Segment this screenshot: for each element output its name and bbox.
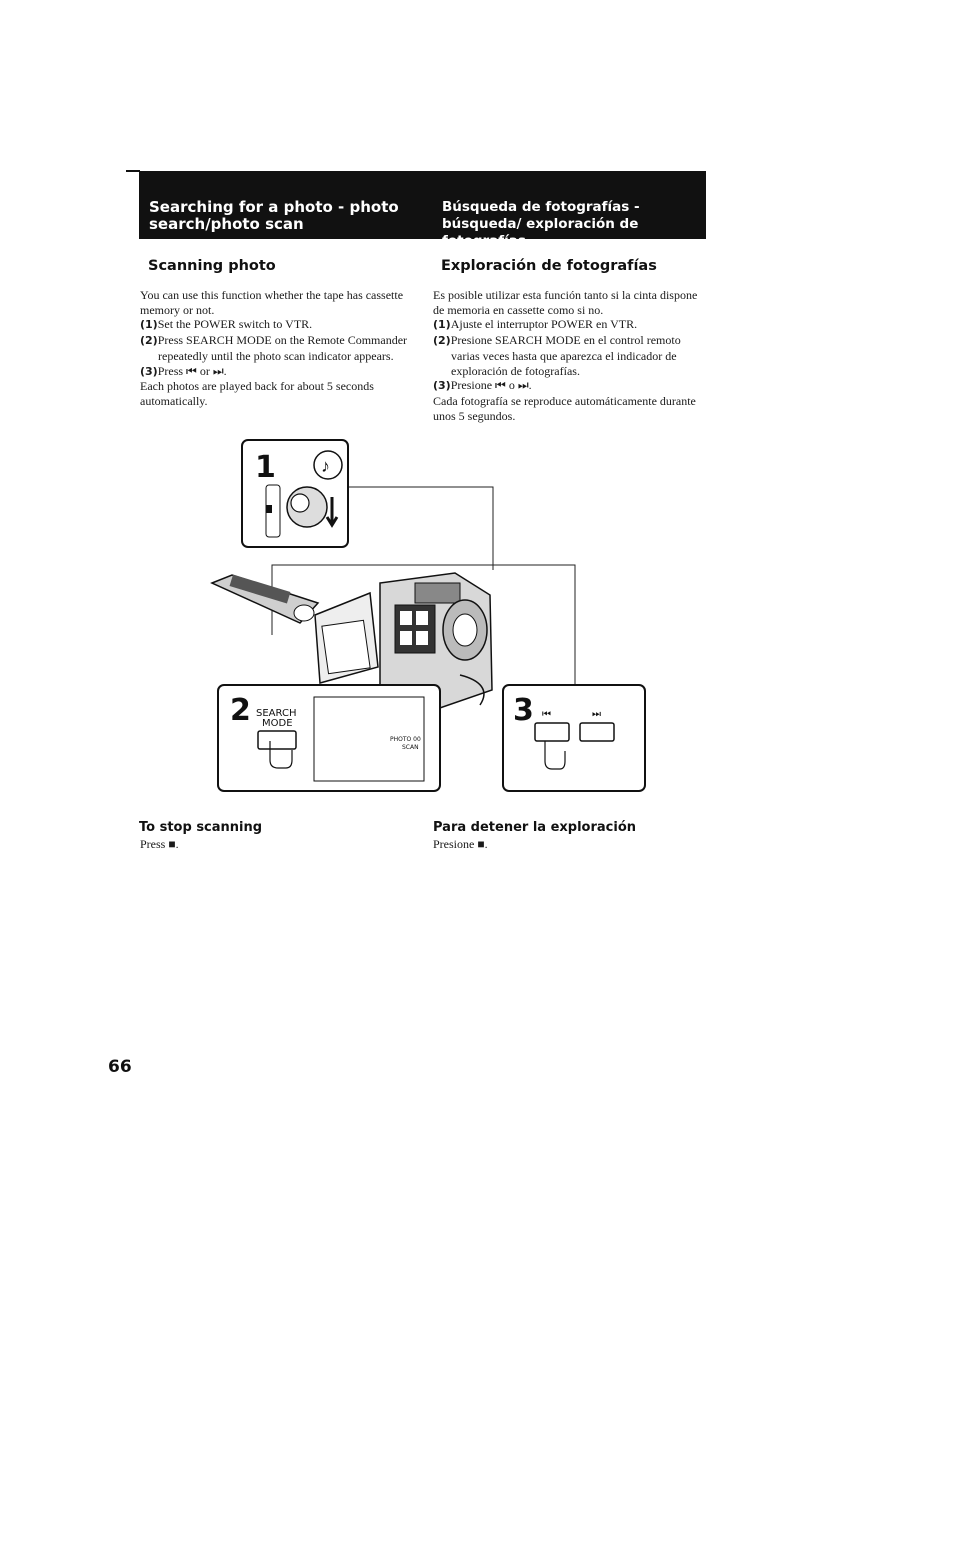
- header-title-spanish: Búsqueda de fotografías - búsqueda/ expl…: [442, 199, 640, 249]
- spanish-step-3: (3)Presione ⏮ o ⏭.: [433, 378, 708, 394]
- stop-heading-spanish: Para detener la exploración: [433, 820, 637, 835]
- step-text: Set the POWER switch to VTR.: [157, 317, 313, 332]
- step-number: (2): [433, 334, 451, 348]
- step-text: Presione ⏮ o ⏭.: [450, 378, 532, 393]
- step-text: Press SEARCH MODE on the Remote Commande…: [157, 333, 408, 363]
- english-step-2: (2)Press SEARCH MODE on the Remote Comma…: [140, 333, 410, 363]
- search-mode-button: [257, 730, 297, 750]
- english-outro: Each photos are played back for about 5 …: [140, 379, 374, 408]
- photo-indicator: PHOTO 00: [390, 736, 421, 743]
- header-bar: Searching for a photo - photo search/pho…: [139, 171, 706, 249]
- step-number: (1): [433, 318, 451, 332]
- camcorder-illustration: 1 ♪ 2 SEARCH MODE PHOTO 00 SCAN 3 ⏮ ⏭: [210, 439, 646, 792]
- connector-line-1: [348, 486, 494, 570]
- step-number: (3): [140, 364, 158, 378]
- english-intro: You can use this function whether the ta…: [140, 288, 404, 317]
- step2-number: 2: [230, 693, 251, 728]
- finger-icon: [544, 741, 566, 770]
- previous-button: [534, 722, 570, 742]
- heading-scanning-photo: Scanning photo: [148, 258, 276, 274]
- heading-exploracion: Exploración de fotografías: [441, 258, 657, 274]
- step1-number: 1: [255, 450, 276, 485]
- scan-indicator: SCAN: [402, 744, 419, 751]
- stop-heading-english: To stop scanning: [139, 820, 263, 835]
- lcd-screen: [313, 696, 425, 782]
- stop-text-english: Press ■.: [140, 837, 179, 851]
- finger-icon: [269, 741, 293, 769]
- next-button: [579, 722, 615, 742]
- step-number: (2): [140, 334, 158, 348]
- step-text: Ajuste el interruptor POWER en VTR.: [450, 317, 638, 332]
- step-number: (3): [433, 379, 451, 393]
- spanish-step-2: (2)Presione SEARCH MODE en el control re…: [433, 333, 708, 378]
- english-column: You can use this function whether the ta…: [140, 288, 410, 409]
- search-label: SEARCH: [256, 708, 296, 719]
- stop-text-spanish: Presione ■.: [433, 837, 488, 851]
- spanish-intro: Es posible utilizar esta función tanto s…: [433, 288, 698, 317]
- music-note-icon: ♪: [321, 456, 330, 476]
- step-number: (1): [140, 318, 158, 332]
- arrow-down-icon: [325, 497, 339, 528]
- header-title-english: Searching for a photo - photo search/pho…: [149, 198, 399, 233]
- tape-icon: [313, 450, 343, 480]
- step3-box: [502, 684, 646, 792]
- power-switch-marker: [266, 505, 272, 513]
- spanish-outro: Cada fotografía se reproduce automáticam…: [433, 393, 696, 423]
- step-text: Press ⏮ or ⏭.: [157, 363, 227, 378]
- step3-number: 3: [513, 693, 534, 728]
- mode-label: MODE: [262, 718, 293, 729]
- power-dial-center: [290, 493, 310, 513]
- rewind-label-icon: ⏮: [542, 709, 551, 720]
- header-tick: [126, 170, 140, 172]
- camcorder-icon: [314, 572, 493, 721]
- spanish-step-1: (1)Ajuste el interruptor POWER en VTR.: [433, 317, 708, 333]
- english-step-3: (3)Press ⏮ or ⏭.: [140, 364, 410, 380]
- forward-label-icon: ⏭: [592, 709, 601, 720]
- step-text: Presione SEARCH MODE en el control remot…: [450, 333, 681, 378]
- spanish-column: Es posible utilizar esta función tanto s…: [433, 288, 708, 423]
- remote-commander-icon: [210, 574, 320, 624]
- page-number: 66: [108, 1057, 132, 1077]
- english-step-1: (1)Set the POWER switch to VTR.: [140, 317, 410, 333]
